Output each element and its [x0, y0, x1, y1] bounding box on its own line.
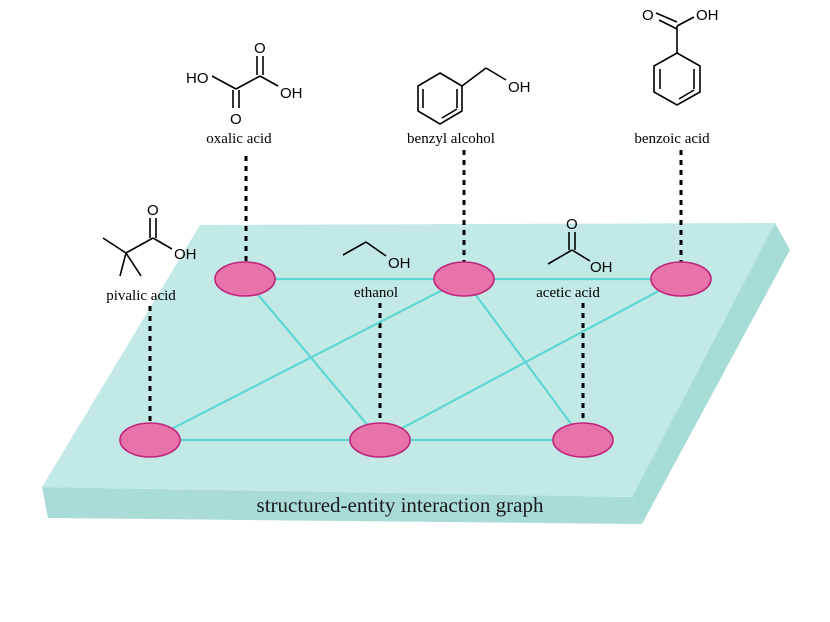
edge-benzyl-acetic	[463, 278, 584, 441]
atom-benzoic-o: O	[642, 7, 654, 24]
molecule-pivalic-acid: O OH pivalic acid	[102, 202, 197, 304]
molecule-benzyl-alcohol: OH benzyl alcohol	[407, 67, 531, 147]
atom-pivalic-o: O	[147, 202, 159, 219]
molecule-benzoic-acid: O OH benzoic acid	[634, 7, 718, 147]
plane-bottom-face	[42, 487, 642, 524]
molecule-ethanol: OH ethanol	[342, 241, 411, 301]
label-benzoic-acid: benzoic acid	[634, 131, 710, 147]
plane-label: structured-entity interaction graph	[257, 493, 544, 517]
molecule-oxalic-acid: HO O OH O oxalic acid	[186, 40, 303, 147]
atom-pivalic-oh: OH	[174, 246, 197, 263]
atom-oxalic-ho: HO	[186, 70, 209, 87]
node-acetic-acid[interactable]	[552, 422, 614, 458]
graph-nodes	[119, 261, 712, 458]
node-pivalic-acid[interactable]	[119, 422, 181, 458]
atom-acetic-o: O	[566, 216, 578, 233]
atom-benzyl-oh: OH	[508, 79, 531, 96]
node-oxalic-acid[interactable]	[214, 261, 276, 297]
molecule-acetic-acid: O OH acetic acid	[536, 216, 612, 301]
label-acetic-acid: acetic acid	[536, 285, 600, 301]
atom-oxalic-o-bottom: O	[230, 111, 242, 128]
atom-ethanol-oh: OH	[388, 255, 411, 272]
atom-benzoic-oh: OH	[696, 7, 719, 24]
atom-oxalic-oh: OH	[280, 85, 303, 102]
graph-edges	[149, 277, 682, 442]
label-ethanol: ethanol	[354, 285, 398, 301]
label-benzyl-alcohol: benzyl alcohol	[407, 131, 495, 147]
node-benzyl-alcohol[interactable]	[433, 261, 495, 297]
node-ethanol[interactable]	[349, 422, 411, 458]
atom-oxalic-o-top: O	[254, 40, 266, 57]
edge-benzyl-pivalic	[149, 278, 465, 441]
label-oxalic-acid: oxalic acid	[206, 131, 272, 147]
edge-benzoic-ethanol	[379, 278, 682, 441]
plane-side-face	[632, 223, 790, 524]
atom-acetic-oh: OH	[590, 259, 613, 276]
edge-oxalic-ethanol	[244, 278, 381, 441]
node-benzoic-acid[interactable]	[650, 261, 712, 297]
label-pivalic-acid: pivalic acid	[106, 288, 176, 304]
